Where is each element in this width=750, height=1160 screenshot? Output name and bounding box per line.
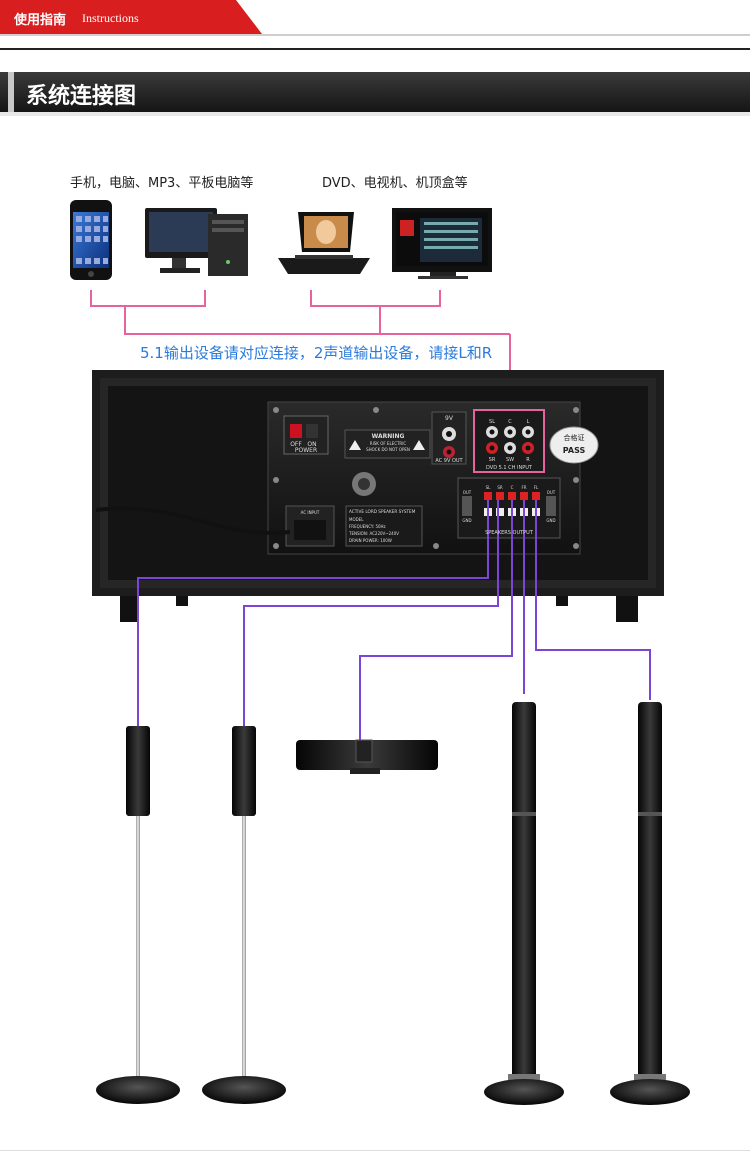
system-title: ACTIVE LORD SPEAKER SYSTEM xyxy=(349,509,416,514)
spec-power: DRAIN POWER: 100W xyxy=(349,538,392,543)
spk-label-fl: FL xyxy=(534,485,539,490)
jack-sw-label: SW xyxy=(506,457,514,463)
spec-model: MODEL xyxy=(349,517,364,522)
header-divider-light xyxy=(0,34,750,36)
spec-frequency: FREQUENCY: 50Hz xyxy=(349,524,386,529)
jack-sl-label: SL xyxy=(489,419,495,425)
computer-image xyxy=(145,208,248,276)
bottom-divider xyxy=(0,1150,750,1151)
spk-label-sl: SL xyxy=(486,485,492,490)
source-connection-lines xyxy=(90,290,511,410)
spk-label-c: C xyxy=(511,485,514,490)
jack-c-label: C xyxy=(508,419,512,425)
section-title: 系统连接图 xyxy=(26,84,137,109)
warning-line-2: SHOCK DO NOT OPEN xyxy=(366,447,410,452)
header-title: 使用指南 xyxy=(14,13,67,28)
spk-out-label-right: OUT xyxy=(547,490,556,495)
spk-out-label-left: OUT xyxy=(463,490,472,495)
pass-label: PASS xyxy=(563,446,586,455)
power-cord xyxy=(95,506,291,535)
speaker-front-left xyxy=(610,702,690,1105)
source-group-a-label: 手机，电脑、MP3、平板电脑等 xyxy=(70,176,254,191)
phone-image xyxy=(70,200,112,280)
dvd-input-label: DVD 5.1 CH INPUT xyxy=(486,465,533,471)
speaker-connection-lines xyxy=(137,500,651,740)
source-group-b-label: DVD、电视机、机顶盒等 xyxy=(322,176,468,191)
jack-r-label: R xyxy=(526,457,530,463)
section-banner xyxy=(0,72,750,112)
speaker-surround-left xyxy=(96,726,180,1104)
portable-dvd-image xyxy=(278,212,370,274)
connection-note: 5.1输出设备请对应连接，2声道输出设备，请接L和R xyxy=(140,344,493,362)
power-on-label: ON xyxy=(307,441,316,448)
spk-label-fr: FR xyxy=(521,485,526,490)
spec-tension: TENSION: AC220V~240V xyxy=(348,531,399,536)
speaker-surround-right xyxy=(202,726,286,1104)
ac-input-label: AC INPUT xyxy=(301,510,320,515)
spk-gnd-label-right: GND xyxy=(546,518,555,523)
tv-image xyxy=(392,208,492,279)
spk-gnd-label-left: GND xyxy=(462,518,471,523)
speakers-output-label: SPEAKERS OUTPUT xyxy=(485,530,534,536)
warning-line-1: RISK OF ELECTRIC xyxy=(370,441,407,446)
speaker-front-right xyxy=(484,702,564,1105)
header-divider-dark xyxy=(0,48,750,50)
power-label: POWER xyxy=(295,447,317,454)
power-off-label: OFF xyxy=(290,441,302,448)
jack-sr-label: SR xyxy=(489,457,496,463)
header-tab xyxy=(0,0,262,34)
banner-shadow xyxy=(0,112,750,116)
speaker-center xyxy=(296,739,438,774)
out-9v-label: 9V xyxy=(445,415,454,422)
warning-title: WARNING xyxy=(372,433,405,440)
jack-l-label: L xyxy=(527,419,530,425)
amplifier-subwoofer xyxy=(92,370,664,622)
ac9v-out-label: AC 9V OUT xyxy=(435,458,463,464)
banner-marker xyxy=(8,72,14,112)
header-subtitle: Instructions xyxy=(82,11,139,25)
spk-label-sr: SR xyxy=(497,485,503,490)
pass-top-label: 合格证 xyxy=(564,433,585,442)
